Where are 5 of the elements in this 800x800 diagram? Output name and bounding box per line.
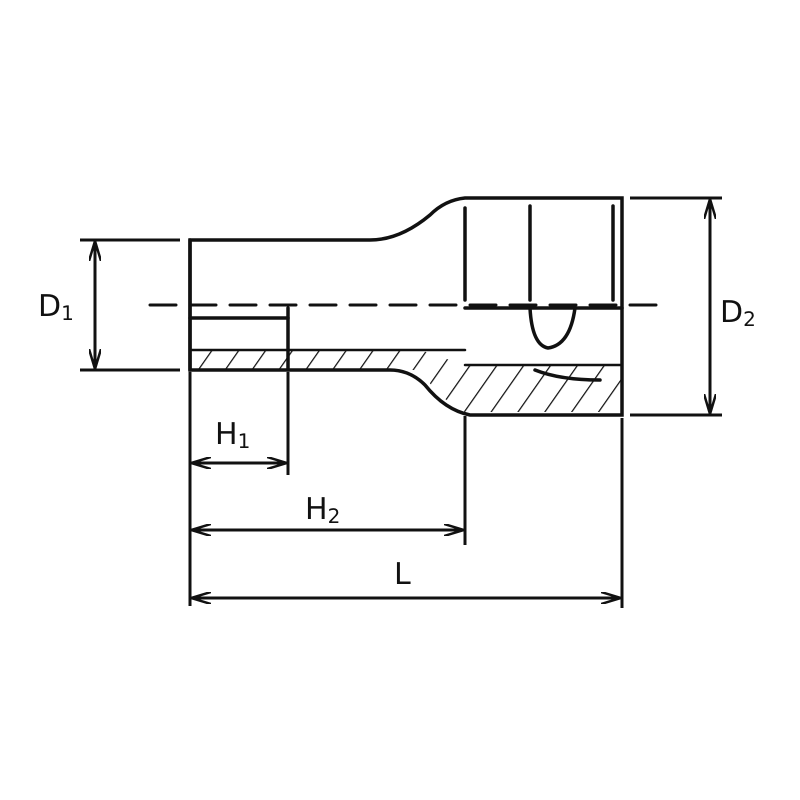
dimension-label: D$_{1}$ bbox=[38, 292, 74, 323]
dimension-label: H$_{1}$ bbox=[215, 420, 250, 451]
dimension-label: L bbox=[394, 560, 411, 590]
dimension-label: H$_{2}$ bbox=[305, 495, 340, 526]
dimension-label: D$_{2}$ bbox=[720, 298, 756, 329]
